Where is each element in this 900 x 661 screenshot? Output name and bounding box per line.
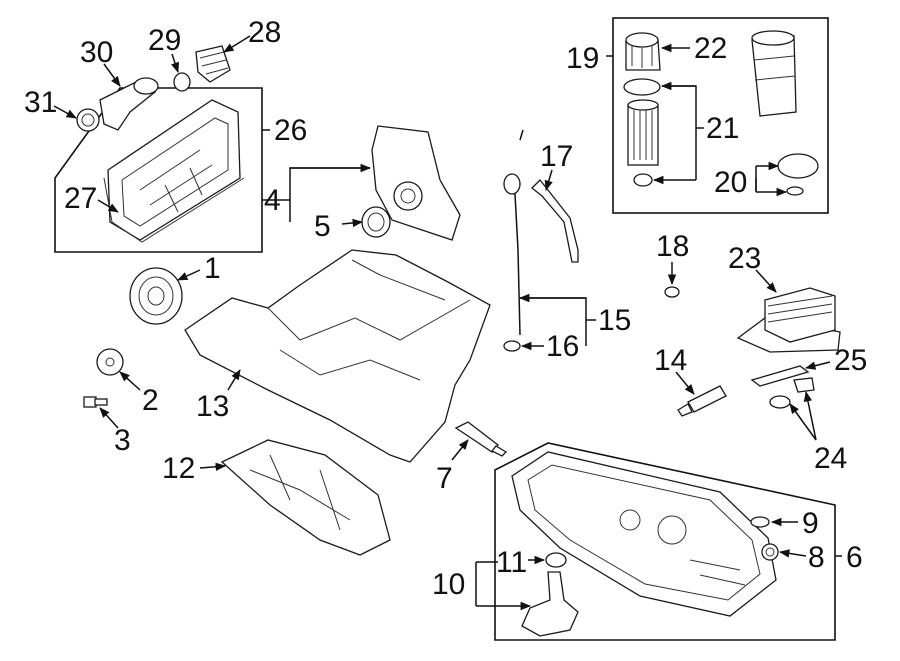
timing-cover-part bbox=[371, 125, 461, 241]
callout-22: 22 bbox=[694, 32, 727, 65]
windage-tray-part bbox=[220, 439, 391, 556]
sealant-tube-7-part bbox=[454, 421, 508, 457]
valve-cover-gasket-part bbox=[103, 177, 245, 243]
callout-7: 7 bbox=[436, 462, 453, 495]
callout-31: 31 bbox=[24, 86, 57, 119]
gasket-25-part bbox=[750, 365, 810, 387]
oil-level-sensor-part bbox=[521, 571, 579, 637]
washer-18-part bbox=[664, 286, 680, 298]
valve-cover-part bbox=[107, 99, 241, 241]
callout-labels: 1 2 3 4 5 6 7 8 9 10 11 12 13 14 15 16 1… bbox=[24, 16, 867, 601]
callout-18: 18 bbox=[656, 230, 689, 263]
oil-filter-group-box bbox=[612, 17, 829, 214]
boot-28-part bbox=[195, 45, 231, 83]
callout-19: 19 bbox=[566, 42, 599, 75]
seal-11-part bbox=[545, 552, 567, 568]
callout-29: 29 bbox=[148, 24, 181, 57]
washer-2-part bbox=[96, 348, 124, 376]
callout-25: 25 bbox=[834, 344, 867, 377]
o-rings-20-part bbox=[777, 153, 819, 196]
sealant-tube-14-part bbox=[677, 385, 727, 417]
callout-20: 20 bbox=[714, 166, 747, 199]
callout-4: 4 bbox=[264, 184, 281, 217]
o-ring-29-part bbox=[173, 72, 191, 92]
callout-26: 26 bbox=[274, 114, 307, 147]
leader-lines bbox=[53, 35, 842, 611]
callout-15: 15 bbox=[598, 304, 631, 337]
callout-30: 30 bbox=[80, 36, 113, 69]
callout-5: 5 bbox=[314, 210, 331, 243]
drain-plug-8-part bbox=[761, 543, 779, 561]
callout-2: 2 bbox=[142, 384, 159, 417]
crankshaft-pulley-part bbox=[129, 267, 183, 325]
callout-1: 1 bbox=[204, 252, 221, 285]
seal-5-part bbox=[361, 206, 391, 238]
callout-24: 24 bbox=[814, 442, 847, 475]
filter-cap-22-part bbox=[625, 32, 661, 71]
callout-14: 14 bbox=[654, 344, 687, 377]
oil-pan-group-box bbox=[494, 442, 836, 641]
bolt-3-part bbox=[83, 396, 108, 408]
callout-23: 23 bbox=[728, 242, 761, 275]
callout-13: 13 bbox=[196, 390, 229, 423]
lower-oil-pan-part bbox=[511, 451, 777, 617]
oil-cooler-part bbox=[736, 287, 841, 353]
callout-12: 12 bbox=[162, 452, 195, 485]
callout-27: 27 bbox=[64, 182, 97, 215]
callout-10: 10 bbox=[432, 568, 465, 601]
filter-element-part bbox=[627, 99, 659, 166]
callout-17: 17 bbox=[540, 140, 573, 173]
filler-neck-part bbox=[99, 77, 159, 131]
callout-3: 3 bbox=[114, 424, 131, 457]
callout-11: 11 bbox=[496, 546, 527, 579]
callout-9: 9 bbox=[802, 507, 819, 540]
oil-cap-part bbox=[76, 108, 100, 132]
callout-16: 16 bbox=[546, 330, 579, 363]
callout-6: 6 bbox=[846, 541, 863, 574]
callout-8: 8 bbox=[808, 541, 825, 574]
dipstick-tube-part bbox=[531, 179, 579, 263]
upper-oil-pan-part bbox=[184, 249, 491, 463]
dipstick-part bbox=[503, 129, 524, 336]
washer-9-part bbox=[750, 516, 770, 528]
filter-housing-part bbox=[751, 30, 797, 117]
callout-28: 28 bbox=[248, 16, 281, 49]
o-ring-21-part bbox=[623, 78, 661, 96]
small-o-ring-21-part bbox=[633, 173, 653, 187]
dipstick-seal-16-part bbox=[503, 340, 521, 352]
callout-21: 21 bbox=[706, 112, 739, 145]
seals-24-part bbox=[769, 377, 815, 409]
